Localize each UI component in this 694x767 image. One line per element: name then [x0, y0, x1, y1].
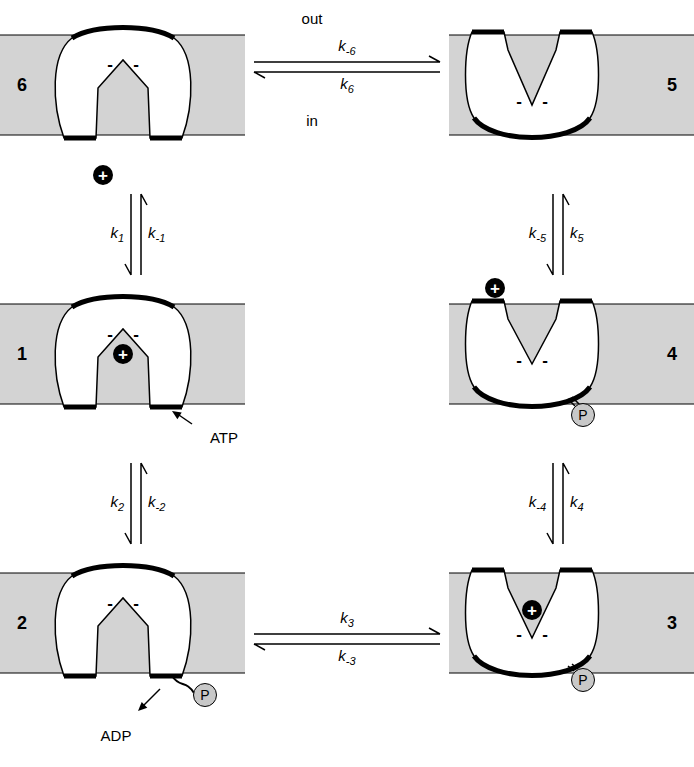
- reaction-arrow: [547, 463, 553, 544]
- state-panel: 3 + P: [444, 548, 694, 728]
- cation-circle: +: [485, 278, 505, 298]
- rate-constant: k4: [570, 494, 584, 513]
- charge-sign: -: [542, 352, 548, 369]
- charge-sign: -: [107, 326, 113, 343]
- reaction-arrow: [141, 463, 147, 544]
- phosphate-circle: P: [193, 683, 217, 707]
- charge-sign: -: [133, 326, 139, 343]
- cation-circle: +: [93, 165, 113, 185]
- pump-protein: [466, 570, 599, 676]
- circle-symbol: P: [578, 408, 587, 422]
- reaction-arrow: [125, 194, 131, 275]
- rate-constant: k3: [340, 610, 354, 629]
- reaction-arrow: [141, 194, 147, 275]
- pump-protein: [466, 301, 599, 407]
- circle-symbol: P: [200, 688, 209, 702]
- pump-protein: [466, 32, 599, 138]
- state-number: 2: [17, 614, 27, 632]
- panel-art: [449, 301, 694, 407]
- panel-art: [449, 32, 694, 138]
- rate-constant: k-3: [338, 648, 355, 667]
- circle-symbol: P: [578, 673, 587, 687]
- rate-constant: k-2: [148, 494, 165, 513]
- rate-constant: k2: [110, 494, 124, 513]
- state-panel: 6+: [0, 10, 250, 190]
- state-number: 3: [667, 614, 677, 632]
- pump-protein: [55, 566, 191, 677]
- state-number: 4: [667, 345, 677, 363]
- charge-sign: -: [542, 93, 548, 110]
- cation-circle: +: [113, 344, 133, 364]
- charge-sign: -: [516, 626, 522, 643]
- arrow-head: [172, 411, 182, 419]
- phosphate-link: [172, 676, 194, 693]
- state-panel: 2P: [0, 548, 250, 728]
- charge-sign: -: [107, 595, 113, 612]
- reaction-arrow: [125, 463, 131, 544]
- pump-protein: [55, 28, 191, 139]
- closed-gate: [472, 32, 592, 138]
- molecule-label: ADP: [101, 728, 132, 743]
- closed-gate: [64, 566, 182, 677]
- state-number: 5: [667, 76, 677, 94]
- state-panel: 4 + P: [444, 279, 694, 459]
- reaction-arrow: [254, 644, 440, 650]
- charge-sign: -: [542, 626, 548, 643]
- phosphate-circle: P: [571, 668, 595, 692]
- side-label: out: [302, 11, 323, 26]
- rate-constant: k-6: [338, 38, 355, 57]
- reaction-arrow: [563, 194, 569, 275]
- side-label: in: [306, 113, 318, 128]
- pump-protein: [55, 297, 191, 408]
- charge-sign: -: [516, 352, 522, 369]
- closed-gate: [64, 28, 182, 139]
- rate-constant: k-1: [148, 225, 165, 244]
- state-number: 6: [17, 76, 27, 94]
- panel-art: [0, 28, 245, 139]
- panel-art: [0, 566, 245, 712]
- reaction-arrow: [254, 628, 440, 634]
- reaction-arrow: [547, 194, 553, 275]
- cation-circle: +: [522, 600, 542, 620]
- state-panel: 5: [444, 10, 694, 190]
- circle-symbol: +: [118, 346, 128, 363]
- panel-art: [0, 297, 245, 425]
- state-number: 1: [17, 345, 27, 363]
- rate-constant: k5: [570, 225, 584, 244]
- closed-gate: [472, 570, 592, 676]
- rate-constant: k-5: [529, 225, 546, 244]
- charge-sign: -: [133, 56, 139, 73]
- closed-gate: [64, 297, 182, 408]
- rate-constant: k-4: [529, 494, 546, 513]
- charge-sign: -: [107, 56, 113, 73]
- rate-constant: k1: [110, 225, 124, 244]
- charge-sign: -: [516, 93, 522, 110]
- circle-symbol: +: [98, 167, 108, 184]
- arrow-head: [138, 702, 147, 711]
- circle-symbol: +: [527, 602, 537, 619]
- circle-symbol: +: [490, 280, 500, 297]
- phosphate-circle: P: [571, 403, 595, 427]
- panel-art: [449, 570, 694, 676]
- closed-gate: [472, 301, 592, 407]
- rate-constant: k6: [340, 76, 354, 95]
- reaction-arrow: [563, 463, 569, 544]
- charge-sign: -: [133, 595, 139, 612]
- molecule-label: ATP: [210, 430, 238, 445]
